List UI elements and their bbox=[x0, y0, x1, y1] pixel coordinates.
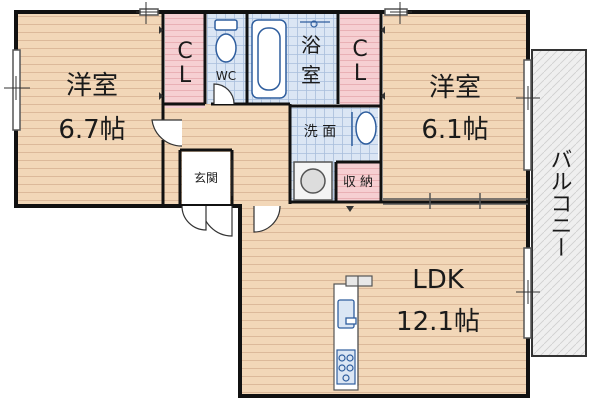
washroom-label: 洗 面 bbox=[304, 124, 336, 140]
storage-label: 収 納 bbox=[343, 175, 373, 190]
balcony bbox=[531, 49, 587, 357]
door-swings bbox=[151, 83, 281, 237]
closet2-label-c: C bbox=[352, 37, 367, 62]
outer-walls bbox=[14, 10, 530, 398]
room-name-western2: 洋室 bbox=[429, 73, 481, 103]
storage bbox=[336, 162, 380, 202]
sink-icon bbox=[337, 299, 357, 329]
washbasin-icon bbox=[351, 111, 377, 146]
closet-2 bbox=[340, 14, 380, 108]
bathtub-icon bbox=[251, 19, 287, 99]
room-size-ldk: 12.1帖 bbox=[396, 307, 480, 337]
room-name-western1: 洋室 bbox=[66, 71, 118, 101]
window-crosshairs bbox=[4, 2, 540, 304]
stove-icon bbox=[336, 349, 356, 385]
interior-walls bbox=[161, 12, 528, 206]
closet1-label-c: C bbox=[177, 39, 192, 64]
western-room-1 bbox=[18, 14, 163, 206]
entrance bbox=[182, 152, 230, 204]
closet2-label-l: L bbox=[354, 61, 367, 86]
toilet-icon bbox=[214, 19, 238, 63]
washing-machine-icon bbox=[293, 161, 333, 201]
sliding-partition bbox=[383, 193, 528, 209]
storage-door-mark bbox=[346, 206, 354, 212]
wc-label: WC bbox=[216, 69, 236, 83]
bath-label-1: 浴 bbox=[301, 33, 321, 57]
room-size-western1: 6.7帖 bbox=[58, 115, 125, 145]
closet-door-marks bbox=[159, 26, 385, 100]
shower-icon bbox=[300, 20, 330, 28]
ldk-room bbox=[242, 202, 530, 394]
entrance-label: 玄関 bbox=[194, 170, 218, 185]
room-size-western2: 6.1帖 bbox=[421, 115, 488, 145]
western-room-2 bbox=[383, 14, 530, 202]
closet1-label-l: L bbox=[179, 63, 192, 88]
closet-1 bbox=[165, 14, 205, 108]
balcony-label: バルコニー bbox=[547, 148, 572, 258]
room-name-ldk: LDK bbox=[412, 265, 465, 295]
bath-label-2: 室 bbox=[301, 63, 321, 87]
